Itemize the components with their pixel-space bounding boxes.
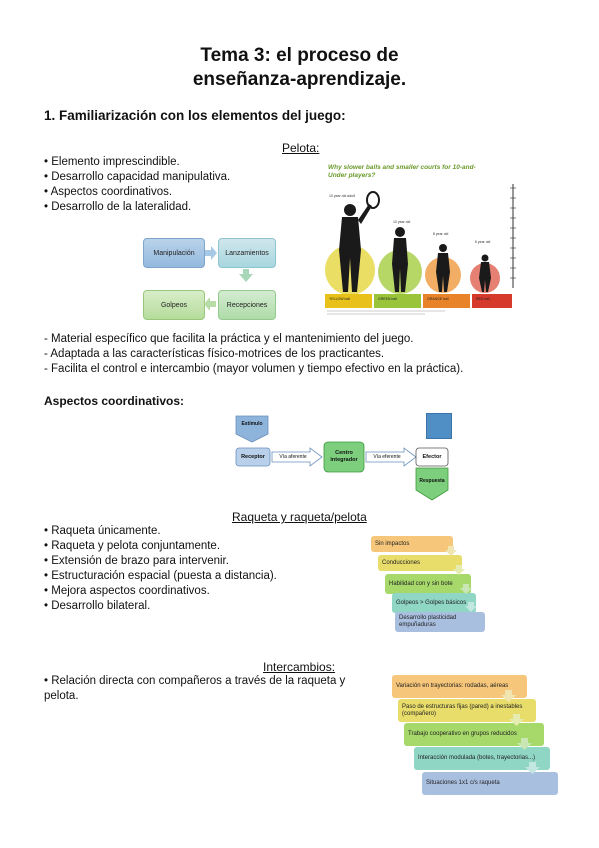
poster-title: Why slower balls and smaller courts for … [328, 164, 476, 179]
list-item: Relación directa con compañeros a través… [44, 674, 364, 704]
step-box: Paso de estructuras fijas (pared) a ines… [398, 699, 536, 722]
list-item: Adaptada a las características físico-mo… [44, 347, 463, 362]
step-arrows [501, 690, 540, 774]
coord-diagram: Estímulo Receptor Vía aferente Centro in… [232, 412, 452, 504]
cycle-box-golpeos: Golpeos [143, 290, 205, 320]
list-item: Facilita el control e intercambio (mayor… [44, 362, 463, 377]
via-aferente-label: Vía aferente [279, 454, 307, 460]
poster-label: 8 year old [433, 232, 449, 236]
step-box: Habilidad con y sin bote [385, 574, 471, 594]
step-box: Situaciones 1x1 c/s raqueta [422, 772, 558, 795]
step-box: Sin impactos [371, 536, 453, 552]
centro-integrador-label: Centro integrador [330, 450, 358, 463]
ball-label: YELLOW ball [329, 297, 351, 301]
poster-graphic [325, 184, 516, 315]
poster-label: 10 year old [393, 220, 411, 224]
ball-size-poster: Why slower balls and smaller courts for … [325, 160, 521, 316]
list-item: Elemento imprescindible. [44, 155, 230, 170]
step-box: Interacción modulada (botes, trayectoria… [414, 747, 550, 770]
step-arrows [445, 546, 477, 612]
coord-heading: Aspectos coordinativos: [44, 394, 185, 408]
step-box: Desarrollo plasticidad empuñaduras [395, 612, 485, 632]
poster-label: 10 year old adult [329, 194, 355, 198]
cycle-arrows [204, 246, 253, 311]
pelota-dashes: Material específico que facilita la prác… [44, 332, 463, 377]
intercambios-bullets: Relación directa con compañeros a través… [44, 674, 364, 704]
ball-label: RED ball [476, 297, 490, 301]
section-heading: 1. Familiarización con los elementos del… [44, 108, 346, 123]
list-item: Desarrollo de la lateralidad. [44, 200, 230, 215]
intercambios-heading: Intercambios: [263, 660, 336, 674]
page-title: Tema 3: el proceso de enseñanza-aprendiz… [192, 45, 407, 90]
raqueta-bullets: Raqueta únicamente. Raqueta y pelota con… [44, 524, 277, 614]
green-ball-icon [378, 250, 422, 294]
pelota-bullets: Elemento imprescindible. Desarrollo capa… [44, 155, 231, 215]
list-item: Estructuración espacial (puesta a distan… [44, 569, 277, 584]
list-item: Raqueta y pelota conjuntamente. [44, 539, 277, 554]
cycle-box-recepciones: Recepciones [218, 290, 276, 320]
via-eferente-label: Vía eferente [373, 454, 401, 460]
step-box: Conducciones [378, 555, 462, 571]
step-box: Golpeos > Golpes básicos [392, 593, 476, 613]
step-box: Variación en trayectorias: rodadas, aére… [392, 675, 527, 698]
blue-square [426, 413, 452, 439]
pelota-heading: Pelota: [282, 141, 320, 155]
list-item: Extensión de brazo para intervenir. [44, 554, 277, 569]
respuesta-label: Respuesta [419, 478, 445, 484]
step-box: Trabajo cooperativo en grupos reducidos [404, 723, 544, 746]
ball-label: ORANGE ball [427, 297, 449, 301]
yellow-ball-icon [325, 245, 375, 295]
list-item: Mejora aspectos coordinativos. [44, 584, 277, 599]
list-item: Desarrollo bilateral. [44, 599, 277, 614]
raqueta-heading: Raqueta y raqueta/pelota [232, 510, 367, 524]
list-item: Material específico que facilita la prác… [44, 332, 463, 347]
list-item: Aspectos coordinativos. [44, 185, 230, 200]
estimulo-label: Estímulo [241, 421, 263, 427]
list-item: Raqueta únicamente. [44, 524, 277, 539]
poster-label: 6 year old [475, 240, 491, 244]
efector-label: Efector [422, 454, 442, 460]
cycle-box-lanzamientos: Lanzamientos [218, 238, 276, 268]
ball-label: GREEN ball [378, 297, 397, 301]
receptor-label: Receptor [241, 454, 265, 460]
cycle-box-manipulacion: Manipulación [143, 238, 205, 268]
list-item: Desarrollo capacidad manipulativa. [44, 170, 230, 185]
